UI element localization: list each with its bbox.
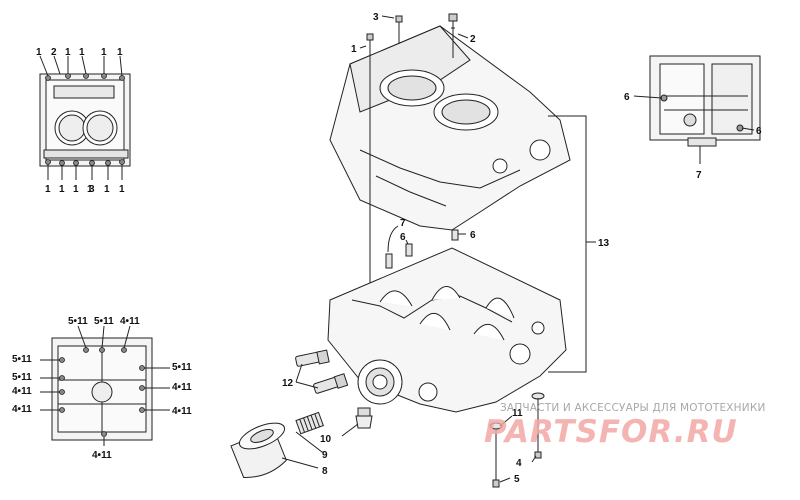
- callout-bolt-11: 11: [512, 408, 523, 419]
- callout-tl-top-4: 1: [79, 47, 85, 58]
- callout-tl-bottom-7: 1: [119, 184, 125, 195]
- callout-bolt-1: 1: [351, 44, 357, 55]
- callout-bl-right-3: 4•11: [172, 406, 192, 417]
- callouts-top-bolts: 3 2 1: [351, 12, 476, 55]
- callout-bracket-13: 13: [548, 115, 610, 373]
- callout-tr-6a: 6: [624, 92, 630, 103]
- callout-mid-7: 7: [400, 218, 406, 229]
- case-side-view: [649, 55, 761, 147]
- callout-bl-right-1: 5•11: [172, 362, 192, 373]
- bolt-2: [448, 13, 458, 58]
- callout-fitting-12: 12: [282, 363, 319, 389]
- bolt-1: [366, 33, 374, 62]
- callout-tl-top-2: 2: [51, 47, 57, 58]
- lower-case-bottom-view: [51, 337, 153, 441]
- callout-bl-top-3: 4•11: [120, 316, 140, 327]
- washer-4-bolt: 4: [516, 392, 545, 469]
- callout-tr-6b: 6: [756, 126, 762, 137]
- watermark-logo: PARTSFOR.RU: [484, 414, 738, 450]
- callout-bl-left-3: 4•11: [12, 386, 32, 397]
- callouts-top-left: 1 2 1 1 1 1 1 1 1 1 3 1 1: [36, 47, 125, 195]
- lower-crankcase: [327, 247, 567, 413]
- callout-filter-8: 8: [322, 466, 328, 477]
- callout-tl-bottom-2: 1: [59, 184, 65, 195]
- dowel-pins: [385, 229, 459, 269]
- callout-fitting-12-label: 12: [282, 378, 294, 389]
- callout-bl-right-2: 4•11: [172, 382, 192, 393]
- callout-sensor-10: 10: [320, 434, 332, 445]
- callouts-bottom-left: 5•11 5•11 4•11 5•11 5•11 4•11 4•11 5•11 …: [12, 316, 192, 461]
- callout-bolt-3: 3: [373, 12, 379, 23]
- callout-assembly-13: 13: [598, 238, 610, 249]
- callout-bolt-5: 5: [514, 474, 520, 485]
- fitting-12-lower: [313, 373, 349, 394]
- fitting-12-upper: [295, 349, 330, 367]
- callouts-middle: 7 6 6: [387, 218, 476, 253]
- callout-tl-top-3: 1: [65, 47, 71, 58]
- bolt-3: [395, 15, 403, 44]
- callout-nipple-9: 9: [322, 450, 328, 461]
- upper-case-top-view: [39, 73, 131, 167]
- callout-bl-top-1: 5•11: [68, 316, 88, 327]
- callout-washer-4: 4: [516, 458, 522, 469]
- callout-tl-top-6: 1: [117, 47, 123, 58]
- callout-bl-top-2: 5•11: [94, 316, 114, 327]
- callout-mid-6a: 6: [400, 232, 406, 243]
- oil-filter: 8: [230, 422, 328, 478]
- callout-tr-7: 7: [696, 170, 702, 181]
- callout-bl-left-4: 4•11: [12, 404, 32, 415]
- callout-tl-top-1: 1: [36, 47, 42, 58]
- callout-bl-left-1: 5•11: [12, 354, 32, 365]
- watermark-tagline: ЗАПЧАСТИ И АКСЕССУАРЫ ДЛЯ МОТОТЕХНИКИ: [500, 402, 766, 414]
- callout-tl-bottom-5: 3: [89, 184, 95, 195]
- callout-tl-bottom-1: 1: [45, 184, 51, 195]
- oil-pressure-sensor: 10: [320, 407, 373, 445]
- filter-nipple: 9: [295, 411, 328, 461]
- callout-tl-bottom-6: 1: [104, 184, 110, 195]
- callout-bl-bottom: 4•11: [92, 450, 112, 461]
- callout-tl-bottom-3: 1: [73, 184, 79, 195]
- upper-crankcase: [329, 25, 571, 231]
- callout-bolt-2: 2: [470, 34, 476, 45]
- callout-tl-top-5: 1: [101, 47, 107, 58]
- callout-tl-bottom-4: 1: [87, 184, 93, 195]
- callout-bl-left-2: 5•11: [12, 372, 32, 383]
- long-bolt-5: 11 5: [489, 408, 523, 488]
- callout-mid-6b: 6: [470, 230, 476, 241]
- callouts-top-right: 6 6 7: [624, 92, 762, 181]
